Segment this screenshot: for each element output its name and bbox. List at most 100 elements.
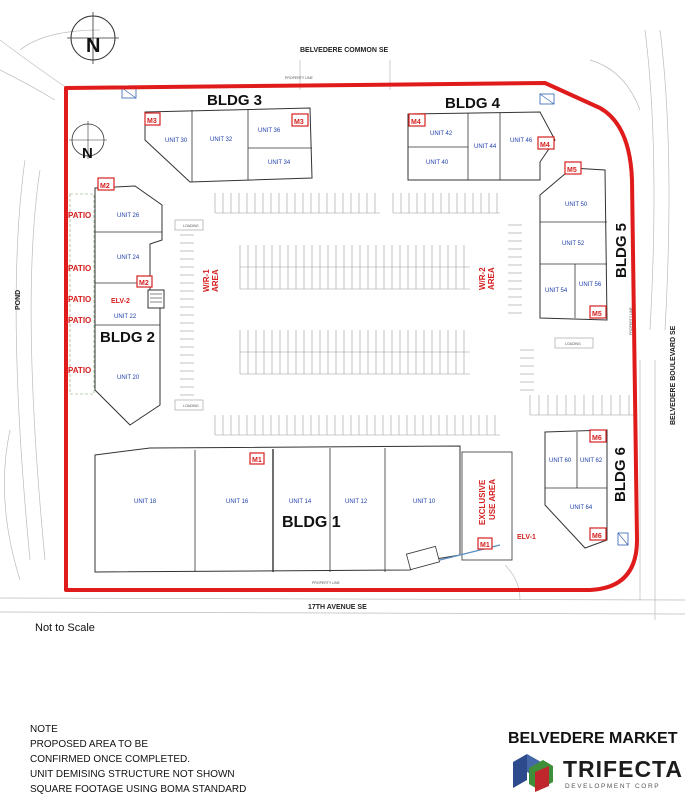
exclusive-use-area-label: EXCLUSIVE USE AREA [478,479,497,525]
unit-24: UNIT 24 [117,255,140,261]
building-3-label: BLDG 3 [207,92,262,109]
street-south-label: 17TH AVENUE SE [308,604,367,611]
street-north-label: BELVEDERE COMMON SE [300,47,388,54]
unit-54: UNIT 54 [545,288,568,294]
loading-zones: LOADING LOADING LOADING [174,219,594,411]
building-1[interactable]: UNIT 18 UNIT 16 UNIT 14 UNIT 12 UNIT 10 … [94,445,513,573]
unit-64: UNIT 64 [570,505,593,511]
note-line-3: UNIT DEMISING STRUCTURE NOT SHOWN [30,769,235,780]
meter-m2-south: M2 [136,275,153,288]
building-1-label: BLDG 1 [282,514,341,531]
unit-42: UNIT 42 [430,131,453,137]
building-4-label: BLDG 4 [445,95,501,112]
north-arrow-small-label: N [82,145,93,162]
scale-note: Not to Scale [35,622,95,634]
svg-text:AREA: AREA [211,269,220,292]
building-2[interactable]: UNIT 26 UNIT 24 UNIT 22 UNIT 20 BLDG 2 [94,185,165,426]
wr2-area-label: W/R-2 AREA [478,267,496,290]
meter-m5-north: M5 [564,161,582,175]
property-line-east: PROPERTY LINE [629,306,633,335]
unit-12: UNIT 12 [345,499,368,505]
unit-34: UNIT 34 [268,160,291,166]
unit-30: UNIT 30 [165,138,188,144]
elevator-2-label: ELV-2 [111,298,130,305]
building-3[interactable]: UNIT 30 UNIT 32 UNIT 36 UNIT 34 BLDG 3 [144,92,313,183]
meter-m1-south: M1 [477,537,493,550]
svg-text:USE AREA: USE AREA [488,479,497,520]
elevator-1-label: ELV-1 [517,534,536,541]
patio-label-3: PATIO [68,295,91,304]
property-line-north: PROPERTY LINE [285,76,314,80]
property-line-south: PROPERTY LINE [312,581,341,585]
svg-text:M5: M5 [567,167,577,174]
svg-text:M2: M2 [139,280,149,287]
meter-m4-west: M4 [408,113,426,127]
unit-50: UNIT 50 [565,202,588,208]
meter-m3-west: M3 [144,112,161,126]
svg-text:M1: M1 [252,457,262,464]
unit-52: UNIT 52 [562,241,585,247]
building-4[interactable]: UNIT 42 UNIT 44 UNIT 46 UNIT 40 BLDG 4 [407,95,556,181]
unit-16: UNIT 16 [226,499,249,505]
building-5-label: BLDG 5 [613,223,630,278]
brand-name: TRIFECTA [563,756,684,782]
patio-label-1: PATIO [68,211,91,220]
meter-m4-east: M4 [537,136,555,150]
building-6-label: BLDG 6 [612,447,629,502]
unit-10: UNIT 10 [413,499,436,505]
patio-label-5: PATIO [68,366,91,375]
transformer-icon [121,87,629,546]
note-heading: NOTE [30,724,58,735]
note-line-1: PROPOSED AREA TO BE [30,739,149,750]
svg-text:AREA: AREA [487,267,496,290]
unit-60: UNIT 60 [549,458,572,464]
notes-block: NOTE PROPOSED AREA TO BE CONFIRMED ONCE … [30,722,246,797]
unit-18: UNIT 18 [134,499,157,505]
unit-22: UNIT 22 [114,314,137,320]
patio-strip: PATIO PATIO PATIO PATIO PATIO [68,193,95,395]
svg-text:M1: M1 [480,542,490,549]
street-west-label: POND [15,290,22,310]
svg-text:M2: M2 [100,183,110,190]
svg-text:M3: M3 [147,118,157,125]
trifecta-logo-icon [513,754,553,792]
unit-14: UNIT 14 [289,499,312,505]
building-6[interactable]: UNIT 60 UNIT 62 UNIT 64 BLDG 6 [544,429,629,549]
unit-40: UNIT 40 [426,160,449,166]
unit-20: UNIT 20 [117,375,140,381]
patio-label-4: PATIO [68,316,91,325]
meter-m5-south: M5 [589,305,607,319]
unit-62: UNIT 62 [580,458,603,464]
meter-m3-east: M3 [291,113,309,127]
svg-text:M3: M3 [294,119,304,126]
meter-m1-north: M1 [249,452,265,465]
svg-text:W/R-2: W/R-2 [478,267,487,290]
meter-m2-north: M2 [97,177,115,191]
unit-56: UNIT 56 [579,282,602,288]
north-arrow-small-icon: N [69,121,107,162]
svg-text:M6: M6 [592,435,602,442]
north-arrow-label: N [86,35,100,57]
unit-36: UNIT 36 [258,128,281,134]
svg-text:W/R-1: W/R-1 [202,269,211,292]
building-5[interactable]: UNIT 50 UNIT 52 UNIT 54 UNIT 56 BLDG 5 [539,167,630,321]
property-boundary [64,81,639,592]
svg-text:EXCLUSIVE: EXCLUSIVE [478,479,487,525]
loading-label-3: LOADING [565,342,581,346]
building-2-label: BLDG 2 [100,329,155,346]
meter-m6-south: M6 [589,527,607,541]
svg-text:M4: M4 [540,142,550,149]
unit-44: UNIT 44 [474,144,497,150]
wr1-area-label: W/R-1 AREA [202,269,220,292]
meter-m6-north: M6 [589,429,607,443]
unit-26: UNIT 26 [117,213,140,219]
loading-label-2: LOADING [183,404,199,408]
loading-label-1: LOADING [183,224,199,228]
svg-text:M5: M5 [592,311,602,318]
unit-46: UNIT 46 [510,138,533,144]
parking-stalls [180,193,635,436]
brand-tagline: DEVELOPMENT CORP [565,783,661,790]
project-name: BELVEDERE MARKET [508,730,678,747]
patio-label-2: PATIO [68,264,91,273]
